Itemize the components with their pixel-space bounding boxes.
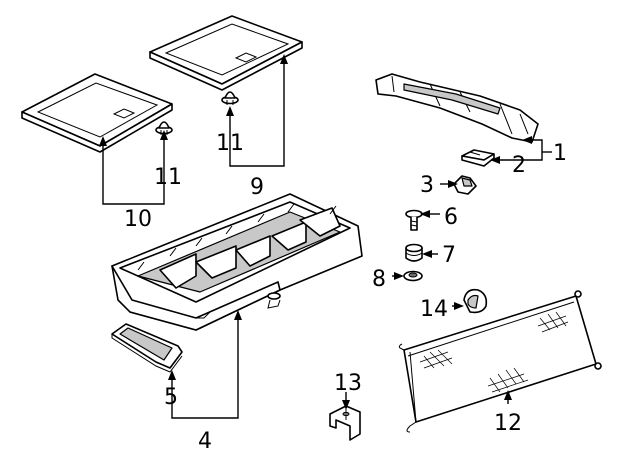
callout-11-right: 11 — [216, 131, 244, 156]
callout-3: 3 — [420, 173, 434, 198]
callout-11-left: 11 — [154, 165, 182, 190]
floor-panel-right — [149, 15, 303, 91]
callout-labels: 1 2 3 6 7 8 14 12 13 11 11 9 10 5 4 — [124, 131, 567, 454]
storage-tray — [111, 193, 363, 331]
callout-2: 2 — [512, 153, 526, 178]
callout-5: 5 — [164, 385, 178, 410]
washer — [403, 270, 423, 282]
callout-9: 9 — [250, 175, 264, 200]
cargo-net — [398, 290, 602, 433]
trim-panel — [375, 73, 539, 143]
callout-12: 12 — [494, 411, 522, 436]
trim-clip — [461, 149, 495, 167]
leader-lines — [99, 54, 552, 419]
push-fastener-right — [221, 91, 239, 105]
callout-13: 13 — [334, 371, 362, 396]
callout-1: 1 — [553, 141, 567, 166]
callout-14: 14 — [420, 297, 448, 322]
floor-panel-left — [21, 73, 173, 153]
hook-bracket — [329, 405, 361, 441]
screw — [405, 209, 423, 231]
callout-8: 8 — [372, 267, 386, 292]
callout-7: 7 — [442, 243, 456, 268]
cover-cap — [453, 175, 477, 195]
callout-4: 4 — [198, 429, 212, 454]
callout-6: 6 — [444, 205, 458, 230]
tray-bracket — [111, 323, 183, 373]
callout-10: 10 — [124, 207, 152, 232]
end-cap — [463, 288, 488, 314]
nut — [405, 243, 423, 262]
push-fastener-left — [155, 121, 173, 135]
